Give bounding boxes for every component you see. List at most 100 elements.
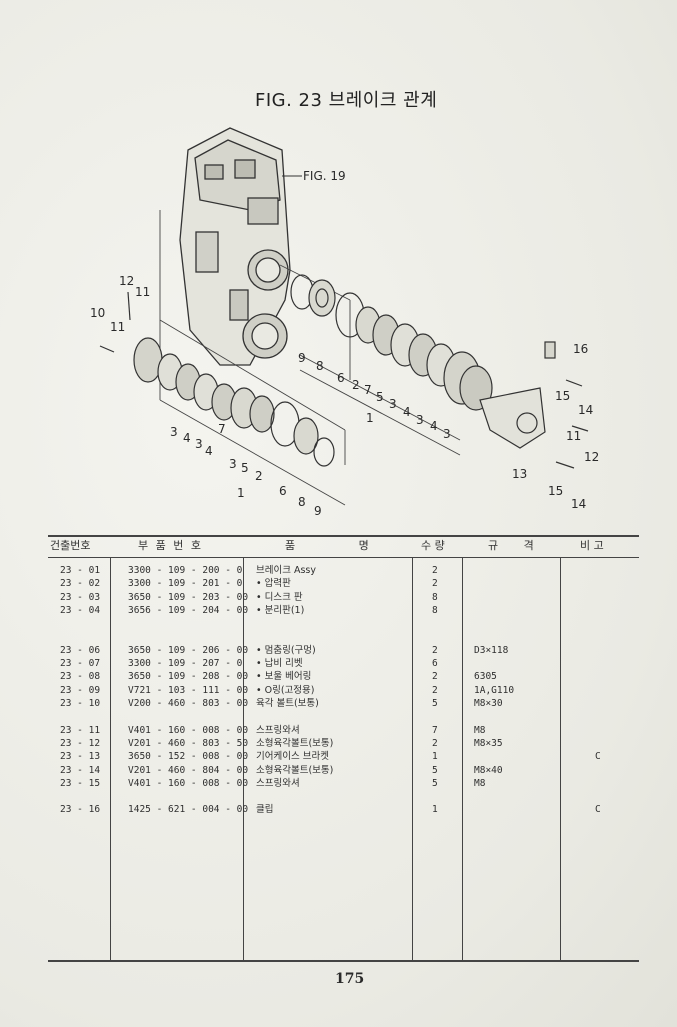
cell-no: 23 - 10 [60,698,101,709]
svg-text:16: 16 [573,342,588,356]
header-part: 부 품 번 호 [138,539,203,552]
cell-qty: 5 [432,777,438,789]
svg-text:1: 1 [366,411,374,425]
callout-numbers: 12 11 10 11 9 8 6 2 7 5 3 4 3 4 3 1 16 1… [90,274,599,518]
cell-note: C [595,804,601,816]
svg-text:11: 11 [110,320,125,334]
exploded-brake-diagram: FIG. 19 [90,127,599,518]
cell-no: 23 - 08 [60,671,101,683]
cell-spec: 1A,G110 [474,684,515,696]
cell-part: 3650 - 109 - 206 - 00 [128,644,249,656]
cell-qty: 5 [432,764,438,776]
cell-name: • 분리판(1) [256,604,305,616]
cell-qty: 2 [432,671,438,683]
cell-name: 스프링와셔 [256,777,300,789]
svg-text:14: 14 [578,403,593,417]
cell-no: 23 - 11 [60,724,101,736]
cell-part: V201 - 460 - 804 - 00 [128,764,249,776]
svg-text:5: 5 [376,390,384,404]
svg-text:4: 4 [430,419,438,433]
svg-text:1: 1 [237,486,245,500]
page-number: 175 [335,971,365,987]
cell-spec: M8×30 [474,698,503,709]
svg-text:14: 14 [571,497,586,511]
header-spec: 규 격 [488,539,534,552]
cell-part: V201 - 460 - 803 - 50 [128,737,249,749]
cell-no: 23 - 02 [60,578,101,590]
header-qty: 수 량 [421,539,445,552]
cell-no: 23 - 09 [60,684,101,696]
svg-text:5: 5 [241,461,249,475]
svg-text:7: 7 [218,422,226,436]
svg-text:3: 3 [389,397,397,411]
svg-text:4: 4 [205,444,213,458]
svg-text:9: 9 [298,351,306,365]
cell-spec: D3×118 [474,644,509,656]
cell-note: C [595,751,601,763]
cell-no: 23 - 07 [60,658,101,670]
col-rule [462,557,463,961]
cell-qty: 2 [432,737,438,749]
page-title: FIG. 23 브레이크 관계 [255,90,438,111]
svg-text:2: 2 [255,469,263,483]
cell-qty: 5 [432,698,438,709]
cell-qty: 1 [432,804,438,816]
cell-no: 23 - 12 [60,737,101,749]
cell-name: • 보울 베어링 [256,671,312,683]
col-rule [412,557,413,961]
svg-text:12: 12 [584,450,599,464]
svg-text:2: 2 [352,378,360,392]
cell-spec: 6305 [474,671,497,683]
svg-text:4: 4 [403,405,411,419]
cell-part: V401 - 160 - 008 - 00 [128,777,249,789]
cell-part: V401 - 160 - 008 - 00 [128,724,249,736]
cell-name: • 멈춤링(구멍) [256,644,316,656]
cell-part: 1425 - 621 - 004 - 00 [128,804,249,816]
table-header-rule [48,557,639,558]
cell-no: 23 - 15 [60,777,101,789]
svg-text:3: 3 [170,425,178,439]
cell-qty: 2 [432,578,438,590]
cell-name: 브레이크 Assy [256,565,316,576]
cell-part: V200 - 460 - 803 - 00 [128,698,249,709]
col-rule [560,557,561,961]
cell-qty: 2 [432,644,438,656]
svg-text:10: 10 [90,306,105,320]
cell-part: 3300 - 109 - 207 - 0 [128,658,243,670]
cell-name: 스프링와셔 [256,724,300,736]
svg-text:15: 15 [548,484,563,498]
svg-text:3: 3 [195,437,203,451]
cell-qty: 1 [432,751,438,763]
header-no: 건출번호 [50,539,91,552]
cell-name: • 압력판 [256,578,291,590]
cell-qty: 8 [432,591,438,603]
svg-text:11: 11 [135,285,150,299]
cell-name: 기어케이스 브라켓 [256,751,329,763]
cell-no: 23 - 03 [60,591,101,603]
cell-spec: M8 [474,724,486,736]
cell-no: 23 - 13 [60,751,101,763]
cell-qty: 2 [432,565,438,576]
table-top-rule [48,535,639,537]
svg-text:4: 4 [183,431,191,445]
cell-spec: M8×35 [474,737,503,749]
cell-name: • 납비 리벳 [256,658,303,670]
cell-no: 23 - 06 [60,644,101,656]
svg-text:11: 11 [566,429,581,443]
upper-components [290,274,589,469]
cell-part: 3650 - 109 - 203 - 00 [128,591,249,603]
cell-part: V721 - 103 - 111 - 00 [128,684,249,696]
cell-name: • O링(고정용) [256,684,315,696]
cell-name: • 디스크 판 [256,591,303,603]
fig-ref-label: FIG. 19 [303,169,346,183]
cell-part: 3650 - 109 - 208 - 00 [128,671,249,683]
cell-qty: 8 [432,604,438,616]
cell-spec: M8 [474,777,486,789]
cell-qty: 2 [432,684,438,696]
svg-text:7: 7 [364,383,372,397]
cell-qty: 6 [432,658,438,670]
cell-no: 23 - 14 [60,764,101,776]
cell-part: 3300 - 109 - 201 - 0 [128,578,243,590]
cell-part: 3650 - 152 - 008 - 00 [128,751,249,763]
cell-no: 23 - 16 [60,804,101,816]
